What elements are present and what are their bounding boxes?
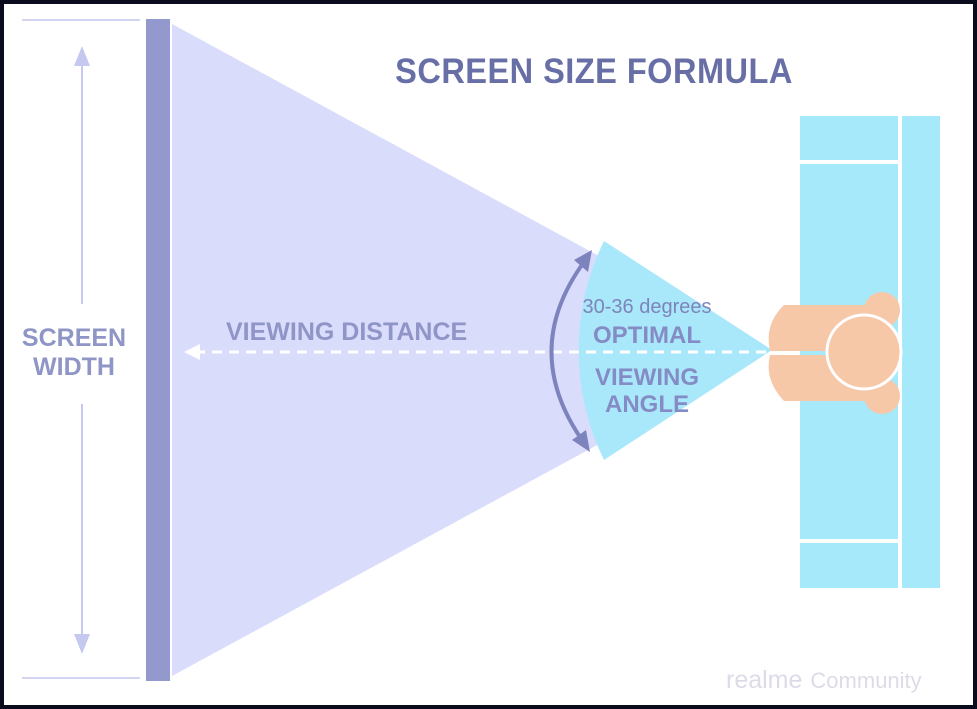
viewing-distance-arrowhead	[184, 344, 200, 360]
angle-arc	[549, 260, 586, 442]
screen-bar	[146, 19, 170, 681]
viewing-distance-label: VIEWING DISTANCE	[226, 318, 468, 346]
diagram-frame: SCREEN SIZE FORMULA SCREEN WIDTH VIEWING…	[4, 4, 973, 705]
viewing-cone	[172, 24, 772, 676]
diagram-title: SCREEN SIZE FORMULA	[395, 52, 793, 91]
watermark-word: Community	[810, 668, 922, 693]
watermark-brand: realme	[726, 666, 803, 694]
screen-width-label-line2: WIDTH	[33, 352, 115, 381]
angle-arc-arrowhead-top	[574, 250, 592, 272]
angle-label-optimal: OPTIMAL	[593, 322, 701, 349]
person-topdown-icon	[768, 292, 903, 414]
angle-arc-arrowhead-bottom	[572, 430, 590, 452]
watermark: realme Community	[726, 666, 922, 695]
screen-width-arrowhead-top	[74, 46, 90, 66]
diagram-graphic	[22, 19, 940, 681]
screen-width-arrowhead-bottom	[74, 634, 90, 654]
screen-width-label-line1: SCREEN	[21, 324, 127, 352]
angle-degrees-label: 30-36 degrees	[582, 296, 712, 318]
screen-width-label: SCREEN WIDTH	[14, 324, 134, 382]
angle-label-viewing: VIEWING	[594, 364, 699, 391]
angle-label-angle: ANGLE	[605, 391, 689, 418]
